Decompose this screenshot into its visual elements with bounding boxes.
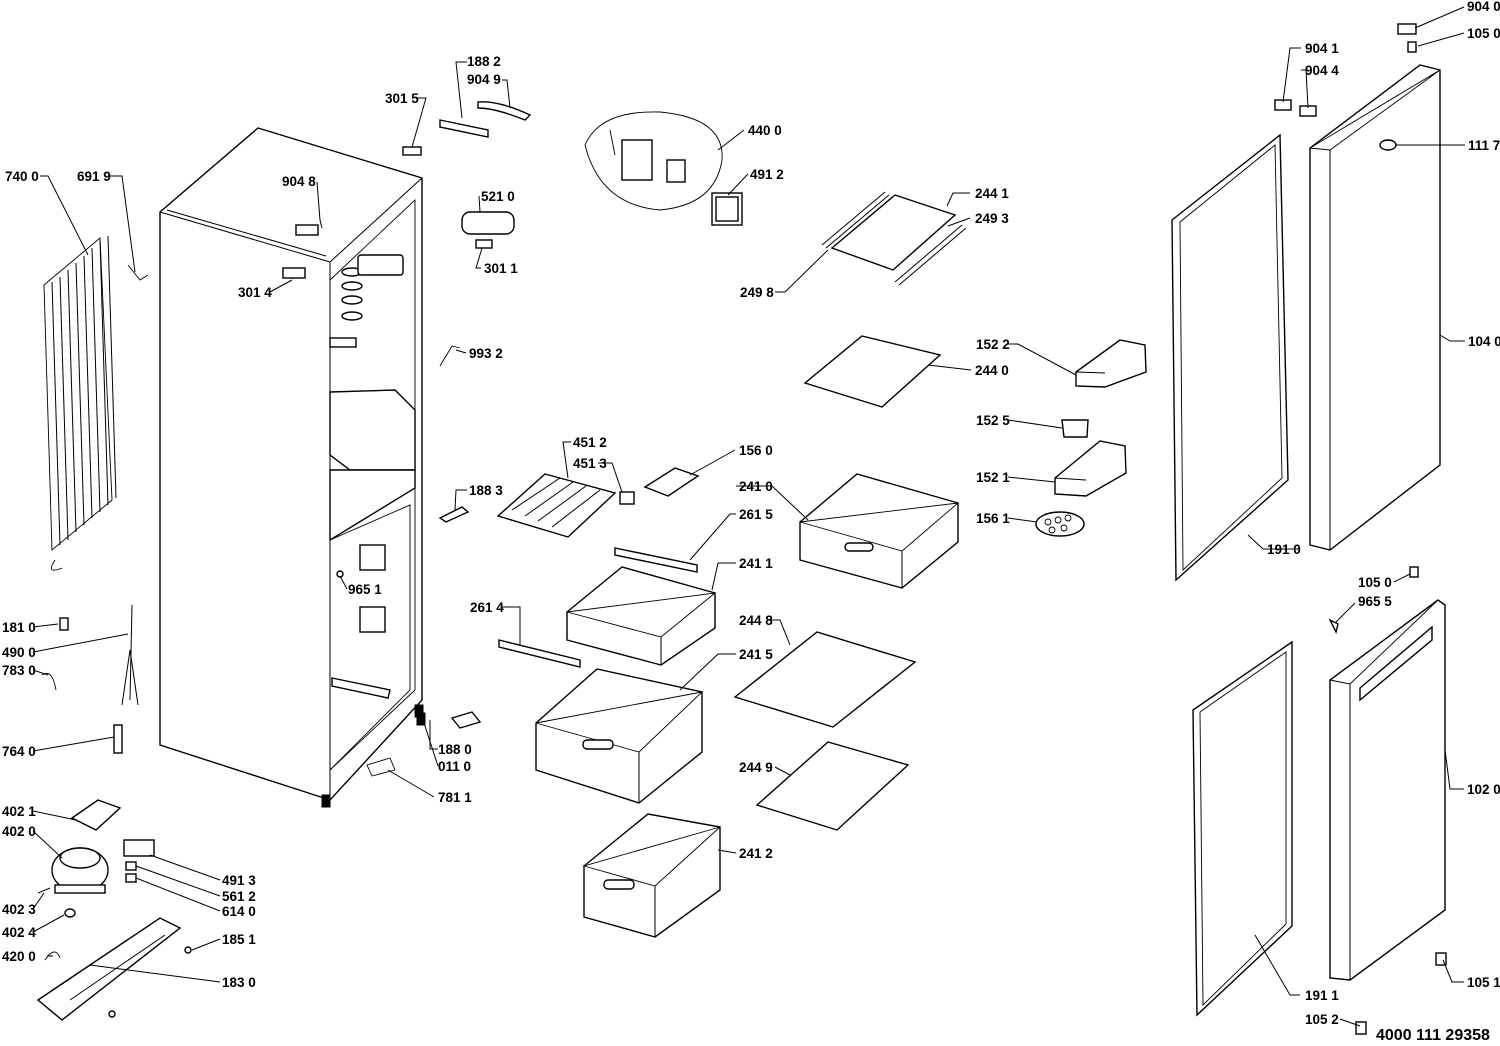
label-904-8: 904 8 <box>282 174 316 189</box>
condenser <box>43 235 117 571</box>
label-440-0: 440 0 <box>748 123 782 138</box>
label-104-0: 104 0 <box>1468 334 1500 349</box>
label-188-3: 188 3 <box>469 483 503 498</box>
label-191-1: 191 1 <box>1305 988 1339 1003</box>
label-402-4: 402 4 <box>2 925 36 940</box>
label-491-2: 491 2 <box>750 167 784 182</box>
label-244-9: 244 9 <box>739 760 773 775</box>
label-301-4: 301 4 <box>238 285 272 300</box>
label-561-2: 561 2 <box>222 889 256 904</box>
label-402-3: 402 3 <box>2 902 36 917</box>
label-188-2: 188 2 <box>467 54 501 69</box>
label-783-0: 783 0 <box>2 663 36 678</box>
door-balconies <box>1035 339 1147 537</box>
part-691-9 <box>127 264 149 281</box>
label-244-1: 244 1 <box>975 186 1009 201</box>
label-965-1: 965 1 <box>348 582 382 597</box>
document-id: 4000 111 29358 <box>1376 1027 1490 1044</box>
label-451-2: 451 2 <box>573 435 607 450</box>
label-904-1: 904 1 <box>1305 41 1339 56</box>
label-521-0: 521 0 <box>481 189 515 204</box>
label-904-0: 904 0 <box>1467 0 1500 14</box>
label-181-0: 181 0 <box>2 620 36 635</box>
label-904-9: 904 9 <box>467 72 501 87</box>
label-490-0: 490 0 <box>2 645 36 660</box>
label-301-1: 301 1 <box>484 261 518 276</box>
label-241-0: 241 0 <box>739 479 773 494</box>
label-261-4: 261 4 <box>470 600 504 615</box>
glass-shelves <box>733 191 967 831</box>
label-244-8: 244 8 <box>739 613 773 628</box>
label-244-0: 244 0 <box>975 363 1009 378</box>
compressor-assembly <box>36 604 192 1021</box>
label-904-4: 904 4 <box>1305 63 1339 78</box>
label-764-0: 764 0 <box>2 744 36 759</box>
label-105-2: 105 2 <box>1305 1012 1339 1027</box>
top-components <box>282 101 743 367</box>
label-188-0: 188 0 <box>438 742 472 757</box>
label-241-1: 241 1 <box>739 556 773 571</box>
label-191-0: 191 0 <box>1267 542 1301 557</box>
label-152-1: 152 1 <box>976 470 1010 485</box>
label-111-7: 111 7 <box>1468 138 1500 153</box>
label-183-0: 183 0 <box>222 975 256 990</box>
label-011-0: 011 0 <box>438 759 471 774</box>
drawers-and-grids <box>496 467 960 938</box>
label-491-3: 491 3 <box>222 873 256 888</box>
label-451-3: 451 3 <box>573 456 607 471</box>
upper-door-assembly <box>1171 23 1441 582</box>
label-105-1: 105 1 <box>1467 975 1500 990</box>
label-241-5: 241 5 <box>739 647 773 662</box>
cabinet-small-parts <box>336 506 482 777</box>
label-781-1: 781 1 <box>438 790 472 805</box>
label-152-2: 152 2 <box>976 337 1010 352</box>
label-249-8: 249 8 <box>740 285 774 300</box>
label-965-5: 965 5 <box>1358 594 1392 609</box>
label-152-5: 152 5 <box>976 413 1010 428</box>
label-241-2: 241 2 <box>739 846 773 861</box>
label-156-0: 156 0 <box>739 443 773 458</box>
label-740-0: 740 0 <box>5 169 39 184</box>
label-614-0: 614 0 <box>222 904 256 919</box>
label-102-0: 102 0 <box>1467 782 1500 797</box>
label-105-0-top: 105 0 <box>1467 26 1500 41</box>
label-402-0: 402 0 <box>2 824 36 839</box>
label-261-5: 261 5 <box>739 507 773 522</box>
label-185-1: 185 1 <box>222 932 256 947</box>
leader-lines <box>32 6 1465 1027</box>
label-402-1: 402 1 <box>2 804 36 819</box>
label-993-2: 993 2 <box>469 346 503 361</box>
lower-door-assembly <box>1192 566 1447 1035</box>
label-301-5: 301 5 <box>385 91 419 106</box>
label-156-1: 156 1 <box>976 511 1010 526</box>
label-420-0: 420 0 <box>2 949 36 964</box>
label-691-9: 691 9 <box>77 169 111 184</box>
label-249-3: 249 3 <box>975 211 1009 226</box>
label-105-0-mid: 105 0 <box>1358 575 1392 590</box>
cabinet <box>159 127 424 808</box>
